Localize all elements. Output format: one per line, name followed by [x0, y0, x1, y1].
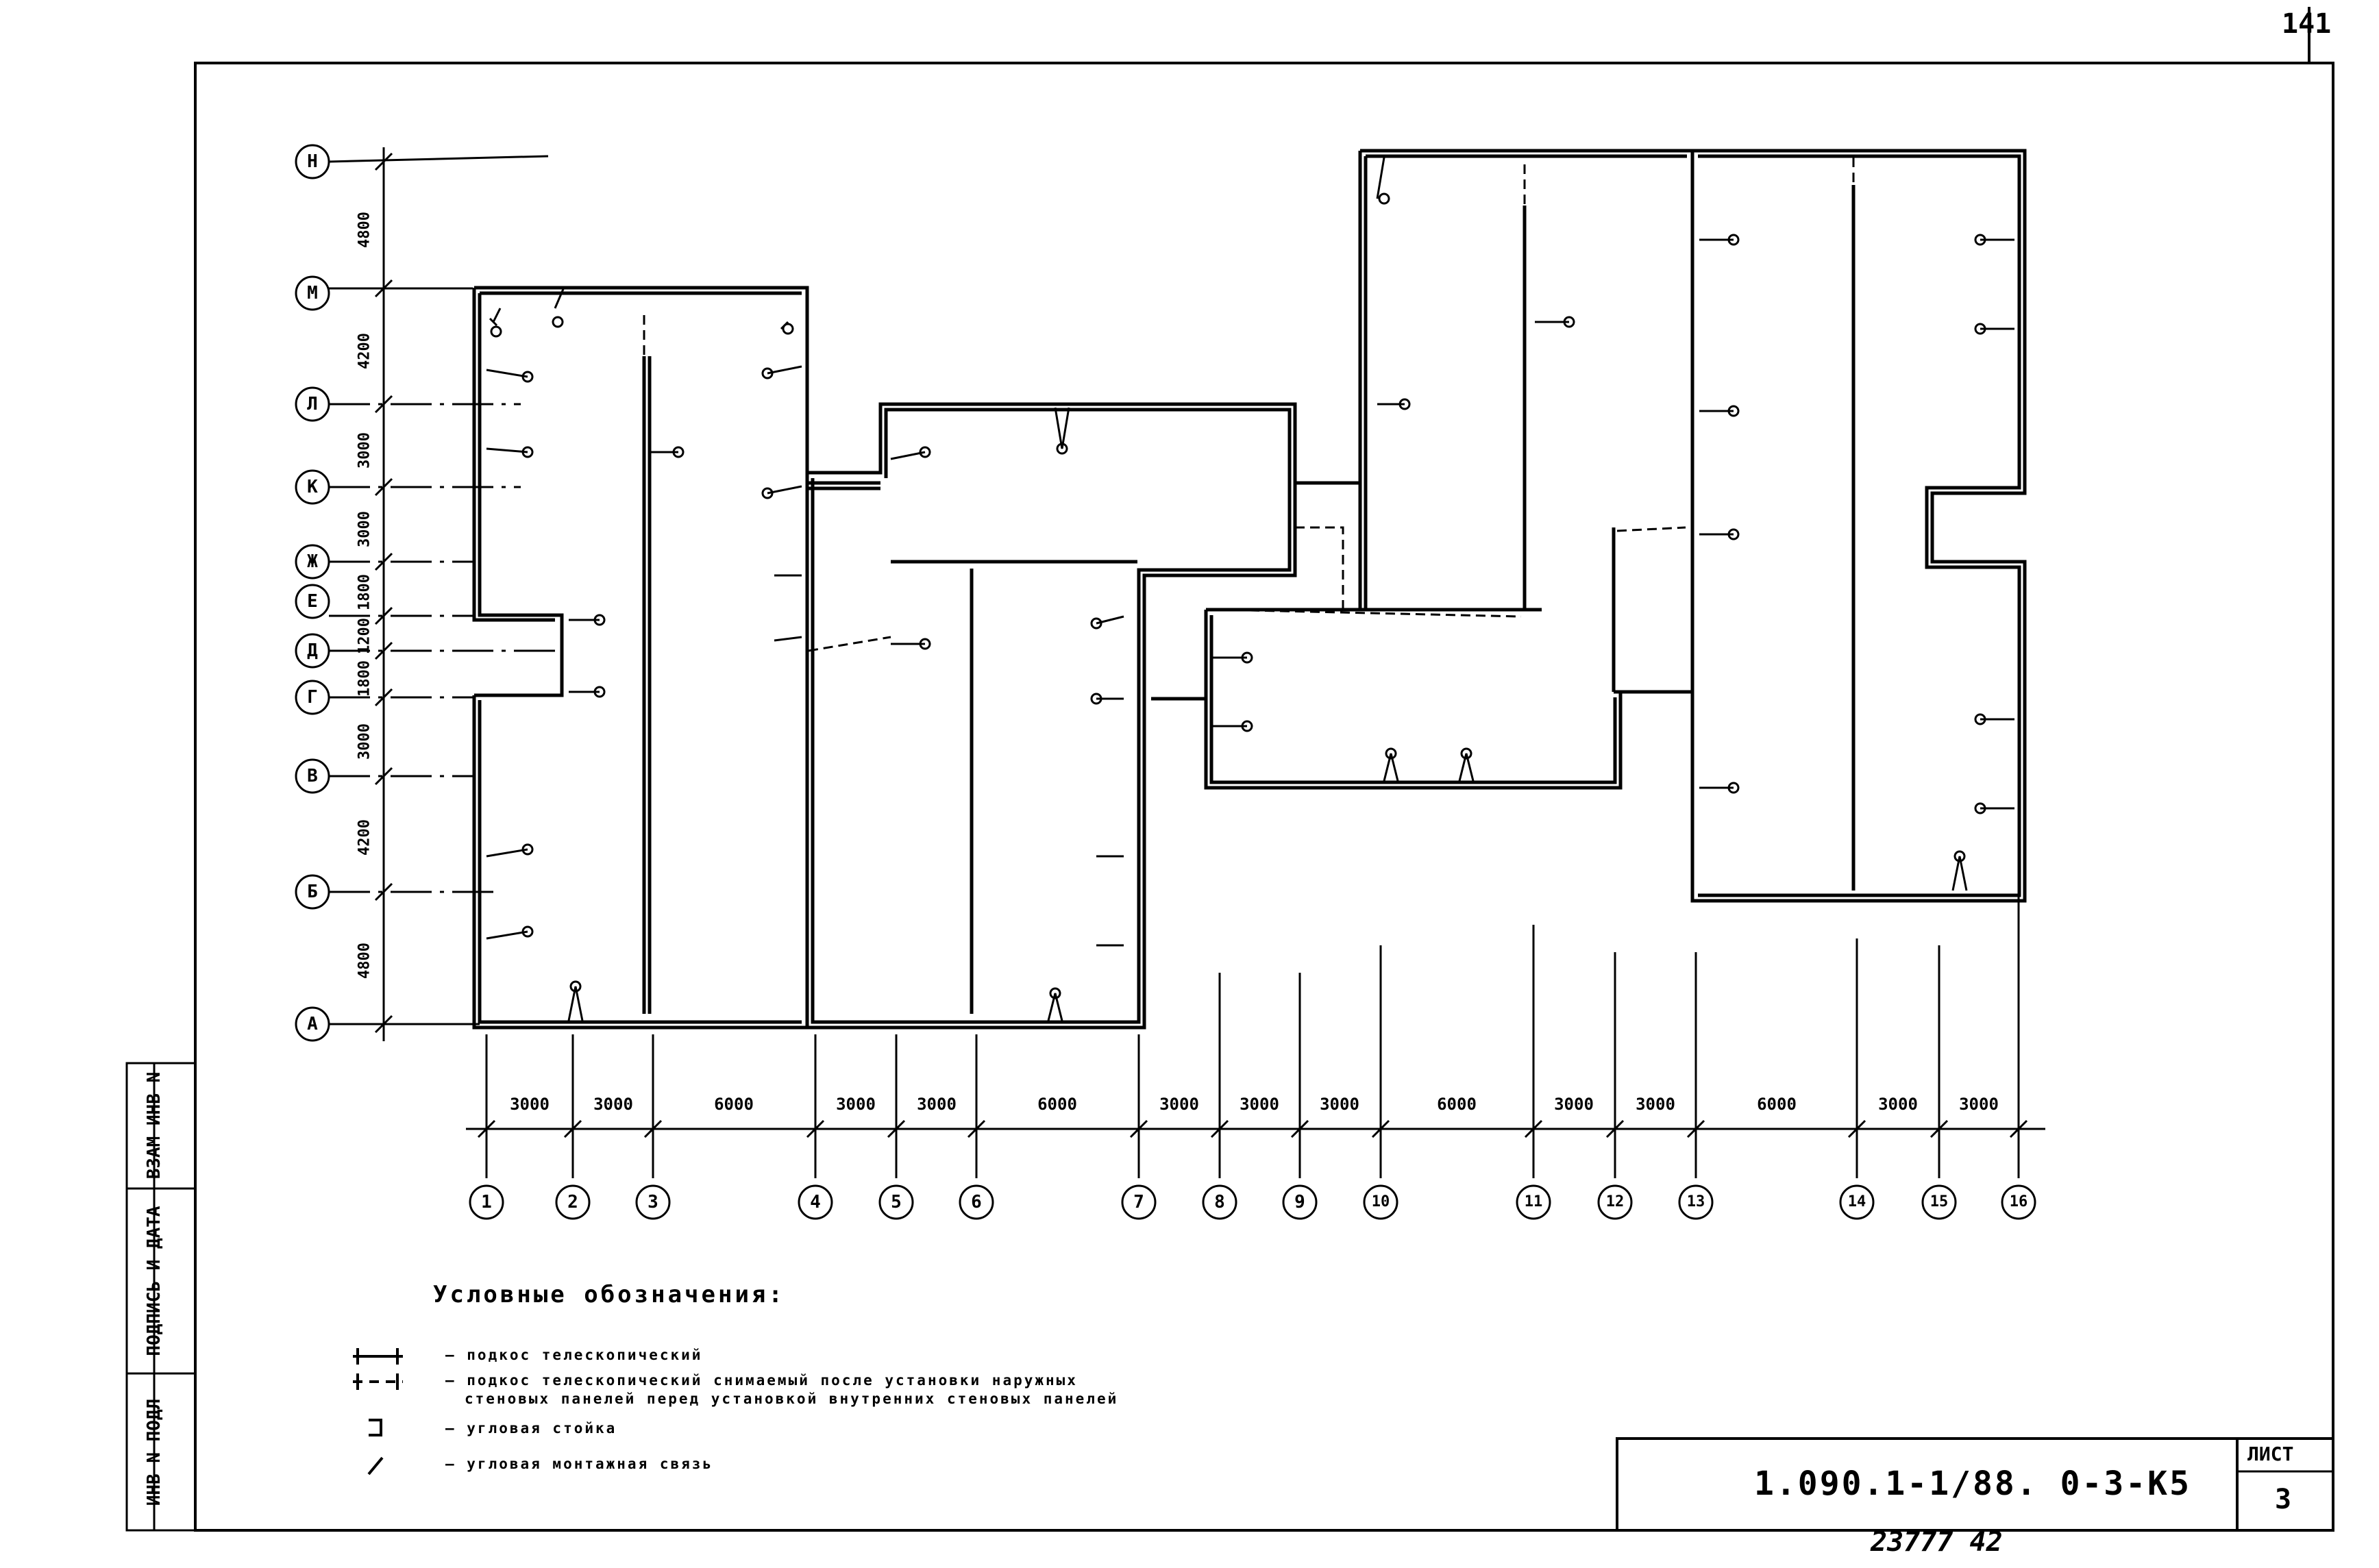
row-axis-label: К	[307, 477, 318, 497]
col-axis-label: 15	[1930, 1193, 1949, 1210]
bottom-numbers: 23777 42	[1871, 1526, 2003, 1558]
row-axis-label: А	[307, 1014, 318, 1034]
row-dim: 4200	[356, 333, 373, 369]
row-dim: 4200	[356, 819, 373, 856]
sheet-label: ЛИСТ	[2247, 1443, 2294, 1465]
legend-symbols	[353, 1348, 403, 1476]
col-axis-label: 2	[567, 1192, 578, 1212]
stamp-inv-podl: ИНВ N ПОДЛ	[144, 1398, 164, 1506]
col-axis-label: 11	[1524, 1193, 1543, 1210]
col-dim: 3000	[510, 1095, 550, 1114]
col-dim: 3000	[1636, 1095, 1675, 1114]
col-dim: 6000	[714, 1095, 754, 1114]
col-dim: 3000	[836, 1095, 876, 1114]
legend-item-text: — угловая монтажная связь	[445, 1456, 714, 1472]
column-dim-line	[466, 891, 2045, 1178]
col-dim: 6000	[1437, 1095, 1477, 1114]
col-dim: 3000	[593, 1095, 633, 1114]
column-dim-ticks	[477, 1119, 2028, 1138]
col-axis-label: 4	[810, 1192, 821, 1212]
row-dim: 3000	[356, 723, 373, 760]
col-dim: 6000	[1037, 1095, 1077, 1114]
temporary-struts	[643, 158, 1855, 1014]
col-axis-label: 16	[2009, 1193, 2028, 1210]
row-axis-label: Г	[307, 687, 318, 708]
legend-item-text: — угловая стойка	[445, 1420, 617, 1436]
col-dim: 3000	[1240, 1095, 1279, 1114]
col-axis-label: 6	[971, 1192, 982, 1212]
telescopic-struts	[486, 157, 2014, 1021]
row-axis-bubbles	[295, 144, 330, 1042]
col-axis-label: 3	[648, 1192, 658, 1212]
col-axis-label: 14	[1847, 1193, 1866, 1210]
col-dim: 3000	[917, 1095, 957, 1114]
row-dim: 4800	[356, 212, 373, 248]
legend-item-text: — подкос телескопический снимаемый после…	[445, 1372, 1078, 1389]
col-axis-label: 9	[1294, 1192, 1305, 1212]
drawing-frame	[194, 62, 2334, 1532]
row-axis-label: Б	[307, 882, 318, 902]
legend-item-text: — подкос телескопический	[445, 1347, 703, 1363]
col-dim: 3000	[1320, 1095, 1359, 1114]
row-axis-label: М	[307, 283, 318, 303]
col-dim: 3000	[1959, 1095, 1999, 1114]
drawing-code: 1.090.1-1/88. 0-3-K5	[1754, 1465, 2191, 1503]
row-axis-label: Н	[307, 151, 318, 172]
legend-title: Условные обозначения:	[433, 1281, 785, 1308]
row-dim: 4800	[356, 943, 373, 979]
col-dim: 3000	[1878, 1095, 1918, 1114]
legend-item-text: стеновых панелей перед установкой внутре…	[465, 1391, 1119, 1407]
col-dim: 3000	[1554, 1095, 1594, 1114]
row-dim: 3000	[356, 511, 373, 547]
row-dim-ticks	[374, 152, 393, 1034]
col-dim: 3000	[1159, 1095, 1199, 1114]
building-plan	[472, 149, 2027, 1030]
col-axis-label: 12	[1605, 1193, 1625, 1210]
row-axis-label: Е	[307, 591, 318, 612]
side-stamp	[125, 1062, 197, 1532]
row-axis-label: Ж	[307, 551, 318, 572]
row-dim: 1800	[356, 660, 373, 697]
title-block	[1616, 1437, 2334, 1532]
row-axis-label: Л	[307, 394, 318, 414]
col-axis-label: 13	[1686, 1193, 1705, 1210]
column-axis-bubbles	[469, 1184, 2036, 1220]
col-axis-label: 1	[481, 1192, 492, 1212]
stamp-podpis: ПОДПИСЬ И ДАТА	[144, 1206, 164, 1356]
row-dim: 3000	[356, 432, 373, 469]
col-dim: 6000	[1757, 1095, 1797, 1114]
col-axis-label: 10	[1371, 1193, 1390, 1210]
sheet-value: 3	[2275, 1484, 2292, 1515]
sheet-number-top: 141	[2282, 8, 2332, 40]
col-axis-label: 8	[1214, 1192, 1225, 1212]
row-axis-label: В	[307, 766, 318, 786]
col-axis-label: 5	[891, 1192, 902, 1212]
row-axis-label: Д	[307, 640, 318, 661]
col-axis-label: 7	[1133, 1192, 1144, 1212]
